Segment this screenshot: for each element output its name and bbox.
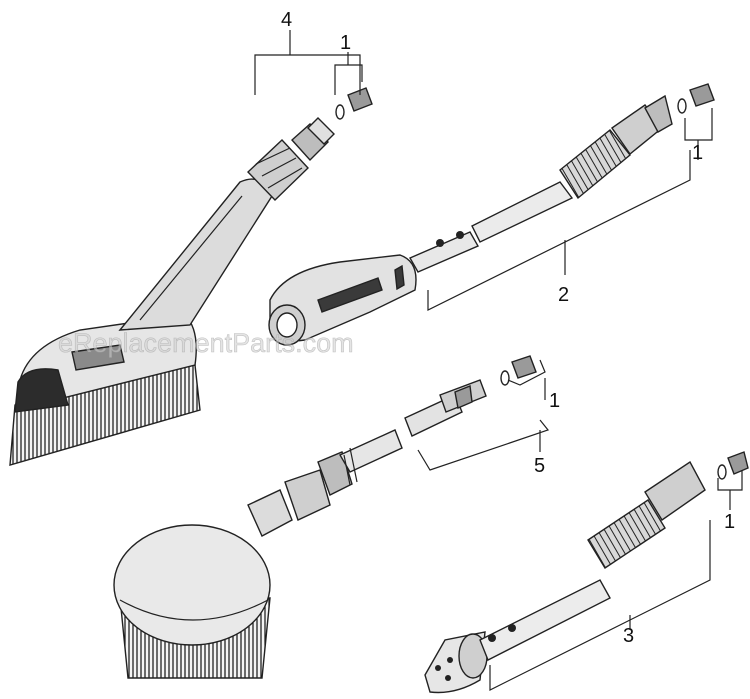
callout-2: 2 <box>558 284 569 306</box>
rotating-brush-part-5 <box>113 355 537 679</box>
watermark: eReplacementParts.com <box>58 328 354 358</box>
callout-1: 1 <box>340 32 351 54</box>
callout-1: 1 <box>724 511 735 533</box>
leader-lines <box>254 30 743 691</box>
callout-1: 1 <box>549 390 560 412</box>
callout-4: 4 <box>281 9 292 31</box>
callout-3: 3 <box>623 625 634 647</box>
rotary-nozzle-part-3 <box>424 451 749 694</box>
callout-1: 1 <box>692 142 703 164</box>
callout-5: 5 <box>534 455 545 477</box>
wash-brush-part-4 <box>9 87 373 466</box>
spray-lance-part-2 <box>268 83 715 346</box>
